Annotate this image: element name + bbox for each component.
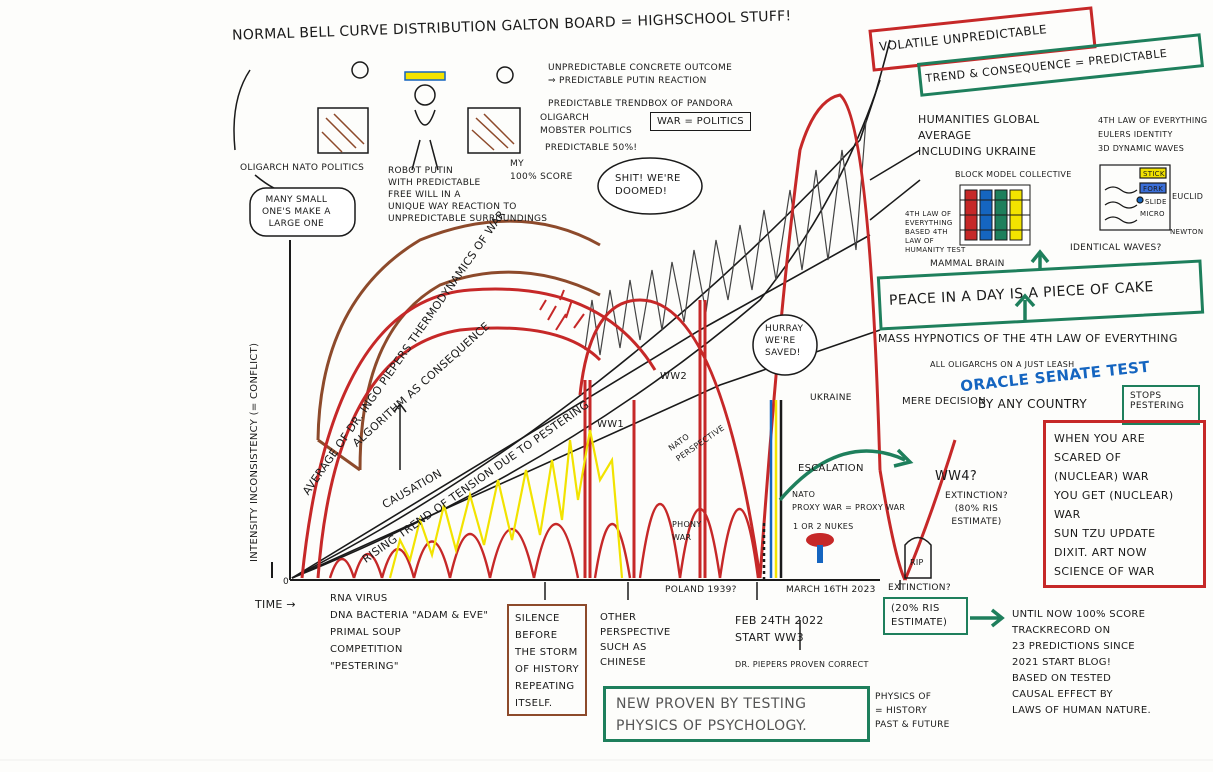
new-proven-box: NEW PROVEN BY TESTING PHYSICS OF PSYCHOL…	[603, 686, 870, 742]
label-unpredictable-concrete: UNPREDICTABLE CONCRETE OUTCOME ⇒ PREDICT…	[548, 63, 733, 86]
ukraine-lines	[762, 400, 783, 580]
label-euclid: EUCLID	[1172, 192, 1204, 201]
axes	[271, 240, 880, 581]
label-ukraine: UKRAINE	[810, 393, 852, 403]
volatility-zigzag	[584, 119, 867, 356]
silence-box: SILENCE BEFORE THE STORM OF HISTORY REPE…	[507, 604, 587, 716]
label-oligarch-mobster: OLIGARCH MOBSTER POLITICS	[540, 113, 633, 136]
green-arrows	[778, 249, 1050, 628]
silence-text: SILENCE BEFORE THE STORM OF HISTORY REPE…	[515, 613, 580, 709]
wwiv-text: WW4?	[935, 469, 978, 484]
label-phony-war: PHONY WAR	[672, 520, 702, 542]
doomed-text: SHIT! WE'RE DOOMED!	[615, 173, 681, 197]
label-mass-hypnotics: MASS HYPNOTICS OF THE 4TH LAW OF EVERYTH…	[878, 332, 1178, 345]
label-stick: STICK	[1143, 170, 1165, 178]
label-micro: MICRO	[1140, 210, 1165, 218]
label-until-now: UNTIL NOW 100% SCORE TRACKRECORD ON 23 P…	[1012, 609, 1151, 716]
label-y-axis: INTENSITY INCONSISTENCY (= CONFLICT)	[249, 342, 260, 562]
label-mammal-brain: MAMMAL BRAIN	[930, 259, 1005, 269]
label-extinction-bottom: EXTINCTION?	[888, 583, 951, 593]
red-arcs	[300, 93, 957, 581]
label-newton: NEWTON	[1170, 228, 1204, 236]
mushroom-cloud-icon	[806, 533, 834, 563]
pandora-boxes	[317, 61, 521, 171]
yellow-zigzag	[388, 429, 624, 579]
speech-bubbles	[249, 157, 818, 376]
scared-box: WHEN YOU ARE SCARED OF (NUCLEAR) WAR YOU…	[1043, 420, 1206, 588]
label-humanities: HUMANITIES GLOBAL AVERAGE INCLUDING UKRA…	[918, 113, 1040, 158]
stops-text: STOPS PESTERING	[1130, 391, 1185, 411]
label-march: MARCH 16TH 2023	[786, 585, 876, 595]
label-time: TIME →	[255, 598, 296, 611]
burst-scribble	[539, 289, 585, 331]
red-bumps	[328, 503, 760, 579]
label-poland: POLAND 1939?	[665, 585, 737, 595]
label-physics-history: PHYSICS OF = HISTORY PAST & FUTURE	[875, 692, 950, 730]
label-mere-decision: MERE DECISION	[902, 396, 986, 407]
brain-grid	[959, 184, 1031, 246]
label-extinction-q: EXTINCTION? (80% RIS ESTIMATE)	[945, 491, 1008, 527]
label-war-politics: WAR = POLITICS	[650, 112, 751, 131]
label-identical-waves: IDENTICAL WAVES?	[1070, 243, 1162, 253]
label-predictable50: PREDICTABLE 50%!	[545, 143, 638, 153]
label-escalation: ESCALATION	[798, 463, 864, 474]
hurray-text: HURRAY WE'RE SAVED!	[765, 324, 804, 358]
label-trendbox: PREDICTABLE TRENDBOX OF PANDORA	[548, 99, 733, 109]
many-small-text: MANY SMALL ONE'S MAKE A LARGE ONE	[262, 195, 331, 229]
label-my-score: MY 100% SCORE	[510, 159, 573, 182]
extinction20-text: (20% RIS ESTIMATE)	[891, 603, 948, 628]
extinction20-box: (20% RIS ESTIMATE)	[883, 597, 968, 635]
label-fourth-law-based: 4TH LAW OF EVERYTHING BASED 4TH LAW OF H…	[905, 210, 966, 254]
label-feb: FEB 24TH 2022 START WW3	[735, 614, 824, 644]
label-rna: RNA VIRUS DNA BACTERIA "ADAM & EVE" PRIM…	[330, 593, 489, 672]
tombstone-icon	[904, 536, 932, 579]
scared-text: WHEN YOU ARE SCARED OF (NUCLEAR) WAR YOU…	[1054, 432, 1174, 578]
label-other-perspective: OTHER PERSPECTIVE SUCH AS CHINESE	[600, 612, 671, 668]
label-all-oligarchs: ALL OLIGARCHS ON A JUST LEASH	[930, 360, 1075, 369]
label-robot-putin: ROBOT PUTIN WITH PREDICTABLE FREE WILL I…	[388, 166, 548, 224]
wave-box	[1099, 164, 1171, 231]
label-by-any-country: BY ANY COUNTRY	[978, 397, 1088, 411]
label-nato-proxy: NATO PROXY WAR = PROXY WAR	[792, 490, 906, 512]
label-oligarch-nato: OLIGARCH NATO POLITICS	[240, 163, 365, 173]
label-slide: SLIDE	[1145, 198, 1167, 206]
label-fork: FORK	[1143, 185, 1164, 193]
label-nukes: 1 OR 2 NUKES	[793, 522, 854, 531]
label-ww1: WW1	[597, 419, 625, 430]
label-zero: 0	[283, 577, 290, 587]
label-rip: RIP	[910, 558, 924, 567]
stops-box: STOPS PESTERING	[1122, 385, 1200, 425]
label-dr-piepers: DR. PIEPERS PROVEN CORRECT	[735, 660, 869, 669]
label-ww2: WW2	[660, 371, 688, 382]
label-block-model: BLOCK MODEL COLLECTIVE	[955, 170, 1072, 179]
label-fourth-law: 4TH LAW OF EVERYTHING EULERS IDENTITY 3D…	[1098, 116, 1208, 153]
new-proven-text: NEW PROVEN BY TESTING PHYSICS OF PSYCHOL…	[616, 696, 808, 734]
